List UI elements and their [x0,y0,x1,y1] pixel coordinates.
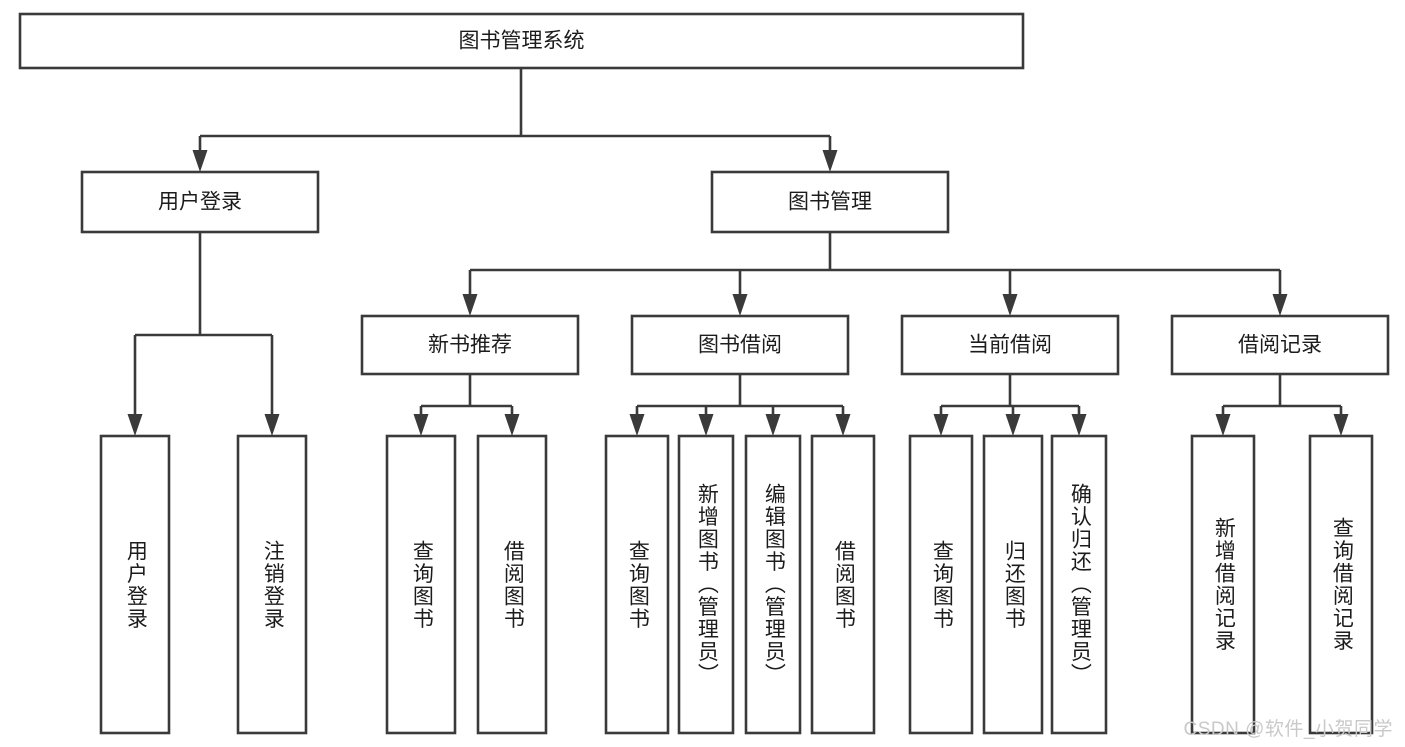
connector-layer [127,68,1349,436]
connector-conn-rec-to-leaves [413,374,520,436]
node-label-borrow-record: 借阅记录 [1238,334,1322,357]
arrow-head-icon [504,414,520,436]
arrow-head-icon [1333,414,1349,436]
arrow-head-icon [822,150,838,172]
connector-conn-root-to-l2 [192,68,838,172]
connector-conn-bb-to-leaves [629,374,851,436]
arrow-head-icon [1215,414,1231,436]
connector-conn-cb-to-leaves [933,374,1087,436]
arrow-head-icon [1002,294,1018,316]
arrow-head-icon [127,414,143,436]
arrow-head-icon [835,414,851,436]
arrow-head-icon [765,414,781,436]
level3-node-new-book-rec[interactable] [360,314,580,376]
arrow-head-icon [732,294,748,316]
arrow-head-icon [629,414,645,436]
leaf-node-leaf-br-add-record[interactable] [1190,434,1256,735]
arrow-head-icon [698,414,714,436]
level3-node-current-borrow[interactable] [900,314,1120,376]
leaf-node-leaf-rec-query-book[interactable] [385,434,457,735]
node-label-current-borrow: 当前借阅 [968,334,1052,357]
leaf-node-leaf-user-logout[interactable] [236,434,308,735]
arrow-head-icon [933,414,949,436]
arrow-head-icon [413,414,429,436]
node-label-user-login: 用户登录 [158,191,242,214]
connector-conn-br-to-leaves [1215,374,1349,436]
node-layer [18,12,1390,735]
leaf-node-leaf-bb-add-book[interactable] [677,434,735,735]
leaf-node-leaf-rec-borrow-book[interactable] [476,434,548,735]
leaf-node-leaf-cb-return-book[interactable] [982,434,1044,735]
level3-node-book-borrow[interactable] [630,314,850,376]
leaf-node-leaf-br-query-record[interactable] [1308,434,1374,735]
leaf-node-leaf-user-login[interactable] [99,434,171,735]
arrow-head-icon [1071,414,1087,436]
leaf-node-leaf-bb-borrow-book[interactable] [810,434,876,735]
arrow-head-icon [1005,414,1021,436]
arrow-head-icon [1272,294,1288,316]
node-label-book-borrow: 图书借阅 [698,334,782,357]
level3-node-borrow-record[interactable] [1170,314,1390,376]
level2-node-user-login[interactable] [80,170,320,234]
arrow-head-icon [192,150,208,172]
leaf-node-leaf-bb-query-book[interactable] [604,434,670,735]
connector-conn-login-to-leaves [127,232,280,436]
node-label-book-manage: 图书管理 [788,191,872,214]
leaf-node-leaf-cb-query-book[interactable] [908,434,974,735]
leaf-node-leaf-cb-confirm-return[interactable] [1050,434,1108,735]
arrow-head-icon [462,294,478,316]
arrow-head-icon [264,414,280,436]
node-label-new-book-rec: 新书推荐 [428,334,512,357]
node-label-root: 图书管理系统 [459,30,585,53]
level2-node-book-manage[interactable] [710,170,950,234]
leaf-node-leaf-bb-edit-book[interactable] [744,434,802,735]
root-node-root[interactable] [18,12,1025,70]
connector-conn-manage-to-l3 [462,232,1288,316]
